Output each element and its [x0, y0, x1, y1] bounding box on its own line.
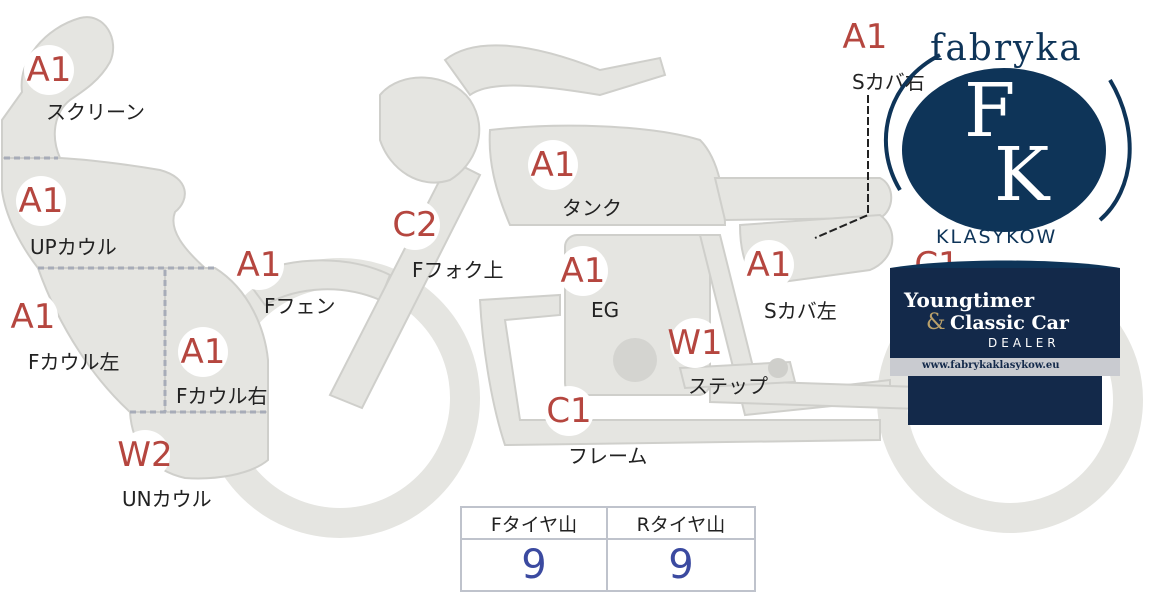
label-screen: スクリーン: [46, 100, 145, 124]
rear-tire-header: Rタイヤ山: [608, 508, 754, 540]
label-f-cowl-right: Fカウル右: [176, 384, 268, 408]
badge-up-cowl: A1: [16, 176, 66, 226]
banner-amp: &: [926, 310, 946, 335]
label-up-cowl: UPカウル: [30, 235, 117, 259]
badge-un-cowl: W2: [117, 430, 173, 480]
rear-tire-value: 9: [668, 542, 694, 588]
badge-engine: A1: [558, 246, 608, 296]
label-f-fender: Fフェン: [264, 294, 336, 318]
badge-s-cover-right: A1: [840, 12, 890, 62]
seat-shape: [713, 177, 893, 222]
banner-line1: Youngtimer: [904, 288, 1035, 312]
badge-s-cover-left: A1: [744, 240, 794, 290]
label-un-cowl: UNカウル: [122, 487, 212, 511]
monogram-f: F: [964, 68, 1016, 154]
monogram-k: K: [994, 132, 1050, 218]
dealer-url: www.fabrykaklasykow.eu: [922, 360, 1060, 371]
label-engine: EG: [591, 298, 620, 322]
step-peg: [768, 358, 788, 378]
banner-line3: DEALER: [988, 336, 1060, 350]
label-f-fork-upper: Fフォク上: [412, 258, 504, 282]
label-frame: フレーム: [568, 444, 648, 468]
s-cover-right-leader: [814, 95, 869, 239]
dealer-banner: [890, 268, 1120, 358]
badge-f-fender: A1: [234, 240, 284, 290]
step-shape: [678, 360, 797, 390]
badge-tank: A1: [528, 140, 578, 190]
badge-frame: C1: [544, 386, 594, 436]
headlight-shape: [379, 76, 481, 184]
tire-depth-table: Fタイヤ山 Rタイヤ山 9 9: [460, 506, 756, 592]
front-tire-value: 9: [462, 540, 608, 590]
brand-bottom: KLASYKÓW: [936, 226, 1058, 248]
brand-top: fabryka: [930, 28, 1083, 69]
badge-step: W1: [667, 318, 723, 368]
engine-cover: [613, 338, 657, 382]
label-s-cover-left: Sカバ左: [764, 299, 837, 323]
badge-f-cowl-right: A1: [178, 327, 228, 377]
label-tank: タンク: [562, 196, 622, 220]
frame-shape: [478, 293, 881, 447]
badge-f-cowl-left: A1: [8, 292, 58, 342]
front-tire-header: Fタイヤ山: [462, 508, 608, 540]
f-cowl-left-shape: [36, 267, 166, 413]
label-f-cowl-left: Fカウル左: [28, 350, 120, 374]
badge-f-fork-upper: C2: [390, 200, 440, 250]
badge-screen: A1: [24, 45, 74, 95]
monogram-badge: [902, 68, 1106, 232]
handlebar-shape: [443, 44, 667, 97]
label-step: ステップ: [688, 374, 768, 398]
dealer-watermark: fabryka F K KLASYKÓW Youngtimer & Classi…: [870, 20, 1140, 430]
banner-line2: Classic Car: [950, 312, 1069, 334]
